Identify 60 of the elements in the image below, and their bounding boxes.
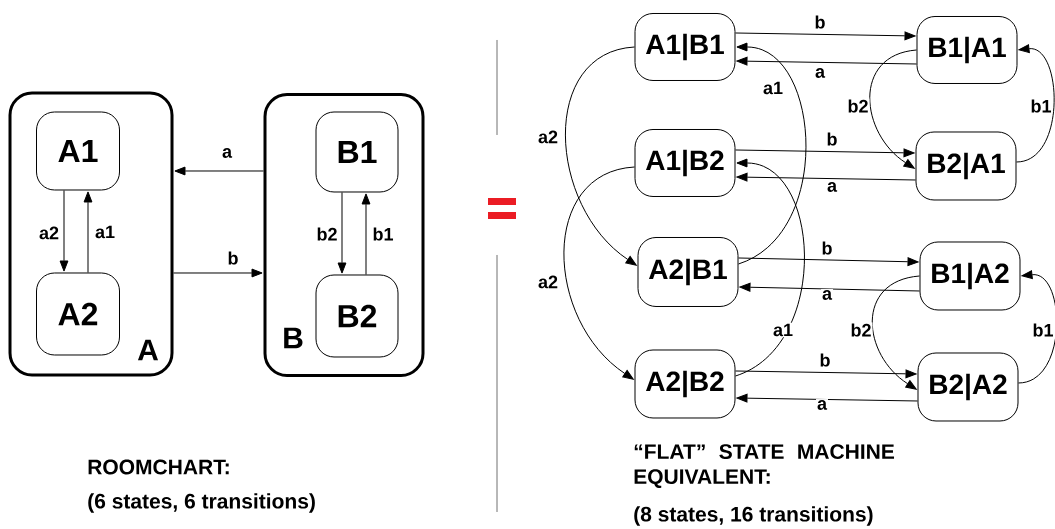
edge-label: b	[226, 250, 240, 266]
edge-label: a	[821, 289, 833, 301]
edge-label: b	[820, 240, 834, 256]
arrow	[736, 56, 917, 66]
edge-label: a1	[772, 322, 794, 338]
arrow	[564, 46, 637, 266]
arrow	[739, 282, 920, 292]
caption-text: (8 states, 16 transitions)	[634, 506, 873, 526]
arrow	[738, 257, 919, 267]
arrow	[736, 42, 807, 265]
edge-label: b	[818, 352, 832, 368]
arrow	[563, 166, 635, 380]
edge-label: b	[813, 14, 827, 30]
state-box: A1|B2	[634, 129, 736, 197]
edge-label: b1	[1031, 322, 1055, 338]
state-box: B2|A2	[917, 352, 1019, 422]
caption-text: (6 states, 6 transitions)	[88, 493, 315, 513]
arrow	[1018, 270, 1055, 384]
state-box: A2	[36, 272, 120, 356]
edge-label: a1	[94, 224, 116, 240]
arrow	[361, 193, 371, 275]
state-box: B2	[315, 274, 399, 358]
state-box: A1|B1	[634, 13, 736, 81]
state-box: A1	[36, 111, 120, 191]
edge-label: a2	[38, 225, 60, 241]
arrow	[59, 190, 69, 272]
caption-text: “FLAT” STATE MACHINE EQUIVALENT:	[634, 444, 894, 488]
arrow	[174, 166, 264, 176]
arrow	[736, 393, 918, 403]
arrow	[736, 172, 916, 182]
edge-label: a	[816, 399, 828, 411]
arrow	[869, 49, 917, 169]
edge-label: b1	[1029, 98, 1053, 114]
arrow	[735, 369, 917, 379]
edge-label: a	[221, 147, 233, 159]
edge-label: b1	[371, 226, 395, 242]
edge-label: b2	[849, 322, 873, 338]
edge-label: b	[825, 131, 839, 147]
arrow	[735, 158, 805, 377]
arrow	[173, 268, 263, 278]
caption-text: ROOMCHART:	[88, 459, 229, 475]
edge-label: b2	[846, 98, 870, 114]
state-box: A2|B1	[637, 237, 739, 307]
edge-label: a	[826, 181, 838, 193]
arrow	[1016, 44, 1055, 163]
edge-label: a1	[762, 80, 784, 96]
arrow	[871, 275, 920, 390]
state-box: B1|A1	[916, 16, 1018, 84]
arrow	[83, 191, 93, 273]
arrow	[337, 192, 347, 274]
edge-label: b2	[315, 226, 339, 242]
state-box: B1	[315, 111, 399, 193]
arrow	[735, 31, 916, 41]
edge-label: a	[814, 67, 826, 79]
state-box: B1|A2	[919, 241, 1021, 311]
edge-label: a2	[537, 274, 559, 290]
state-box: A2|B2	[634, 349, 736, 419]
arrow	[735, 148, 915, 158]
edge-label: a2	[537, 129, 559, 145]
state-box: B2|A1	[915, 131, 1017, 201]
